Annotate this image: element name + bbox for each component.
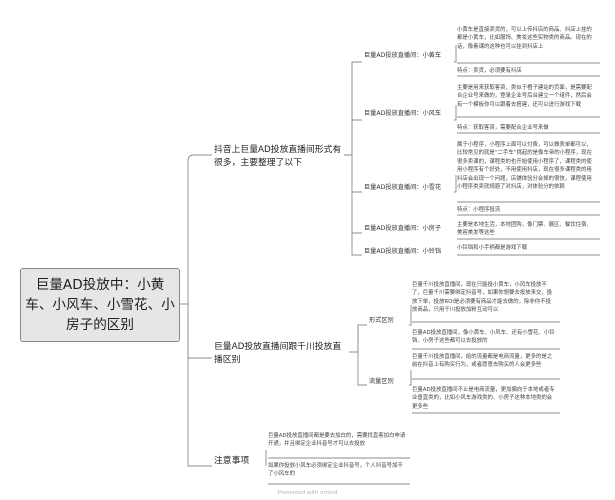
connector-root-branch-0 bbox=[178, 154, 212, 305]
connector-branch0-child3 bbox=[351, 192, 362, 234]
topic-form-difference[interactable]: 形式区别 bbox=[369, 317, 394, 324]
topic-yellow-cart[interactable]: 巨量AD投放直播间：小黄车 bbox=[364, 52, 442, 59]
connector-form-notes bbox=[409, 305, 412, 326]
note-snowflake-desc: 属于小程序，小程序上面可以付费，可以做表单都可以，比较常见的就是“二手车”挑起的… bbox=[457, 142, 592, 191]
connector-traffic-notes bbox=[409, 370, 412, 386]
connector-yellow-notes bbox=[454, 45, 457, 63]
note-form-ad: 巨量AD投放直播间，像小黄车、小风车、还有小雪花、小铃铛、小房子这些都可以去投放… bbox=[412, 330, 555, 345]
connector-root-branch-2 bbox=[187, 304, 212, 467]
branch-notes[interactable]: 注意事项 bbox=[214, 456, 250, 466]
connector-snowflake-notes bbox=[454, 175, 457, 193]
note-form-qianchuan: 巨量千川投放直播间，现在只能投小黄车，小风车投放不了，巨量千川需要绑定抖音号，如… bbox=[412, 282, 553, 314]
note-windmill-feature: 特点：获取客资，需要配合企业号来做 bbox=[457, 125, 549, 131]
branch-live-forms[interactable]: 抖音上巨量AD投放直播间形式有很多，主要整理了以下 bbox=[214, 145, 342, 168]
topic-house[interactable]: 巨量AD投放直播间：小房子 bbox=[364, 225, 442, 232]
note-yellow-cart-feature: 特点：卖货，必须要有抖店 bbox=[457, 68, 522, 74]
note-snowflake-feature: 特点：小程序投流 bbox=[457, 207, 501, 213]
connector-branch0-child1 bbox=[351, 62, 362, 121]
note-house-desc: 主要是本地生活，本地团购，像门票、展区、餐饮住宿、美容美发等这些 bbox=[457, 222, 592, 237]
connector-branch1-child1 bbox=[357, 325, 367, 386]
connector-branch0-child0 bbox=[344, 61, 362, 156]
connector-root-branch-1 bbox=[187, 304, 212, 359]
connector-windmill-notes bbox=[454, 105, 457, 121]
note-enterprise-account: 如果你投放小风车必须绑定企业抖音号，个人抖音号加不了小风车的 bbox=[268, 463, 403, 478]
note-yellow-cart-desc: 小黄车是直接卖货的，可以上传抖店的商品、抖店上挂的都是小黄车，比如服饰、美妆这些… bbox=[457, 27, 592, 50]
note-traffic-ad: 巨量AD投放直播间不止是电商流量，更加偏向于本地或者专业垂直类的，比如小风车游戏… bbox=[412, 387, 555, 410]
note-traffic-qianchuan: 巨量千川投放直播间，给的流量都是电商流量，更多的是之前在抖音上有购买行为，或者愿… bbox=[412, 354, 553, 369]
topic-bell[interactable]: 巨量AD投放直播间：小铃铛 bbox=[364, 248, 442, 255]
connector-branch0-child2 bbox=[351, 120, 362, 193]
root-topic-label: 巨量AD投放中：小黄车、小风车、小雪花、小房子的区别 bbox=[25, 277, 175, 333]
root-topic[interactable]: 巨量AD投放中：小黄车、小风车、小雪花、小房子的区别 bbox=[20, 268, 180, 342]
topic-snowflake[interactable]: 巨量AD投放直播间：小雪花 bbox=[364, 184, 442, 191]
topic-windmill[interactable]: 巨量AD投放直播间：小风车 bbox=[364, 110, 442, 117]
watermark: Presented with xmind bbox=[277, 490, 338, 496]
branch-ad-vs-qianchuan[interactable]: 巨量AD投放直播间跟千川投放直播区别 bbox=[214, 342, 342, 365]
connector-branch0-child4 bbox=[351, 233, 362, 256]
note-bell-desc: 小铃铛和小手柄都是游戏下载 bbox=[457, 245, 528, 251]
note-whitelist: 巨量AD投放直播间都是要去加白的，需要找直客加白申请开通，并且绑定企业抖音号才可… bbox=[268, 433, 406, 448]
note-windmill-desc: 主要是用来获取客资，类似于橙子建站的页面，是需要配合企业号来做的，登录企业号后台… bbox=[457, 85, 592, 108]
topic-traffic-difference[interactable]: 流量区别 bbox=[369, 378, 394, 385]
